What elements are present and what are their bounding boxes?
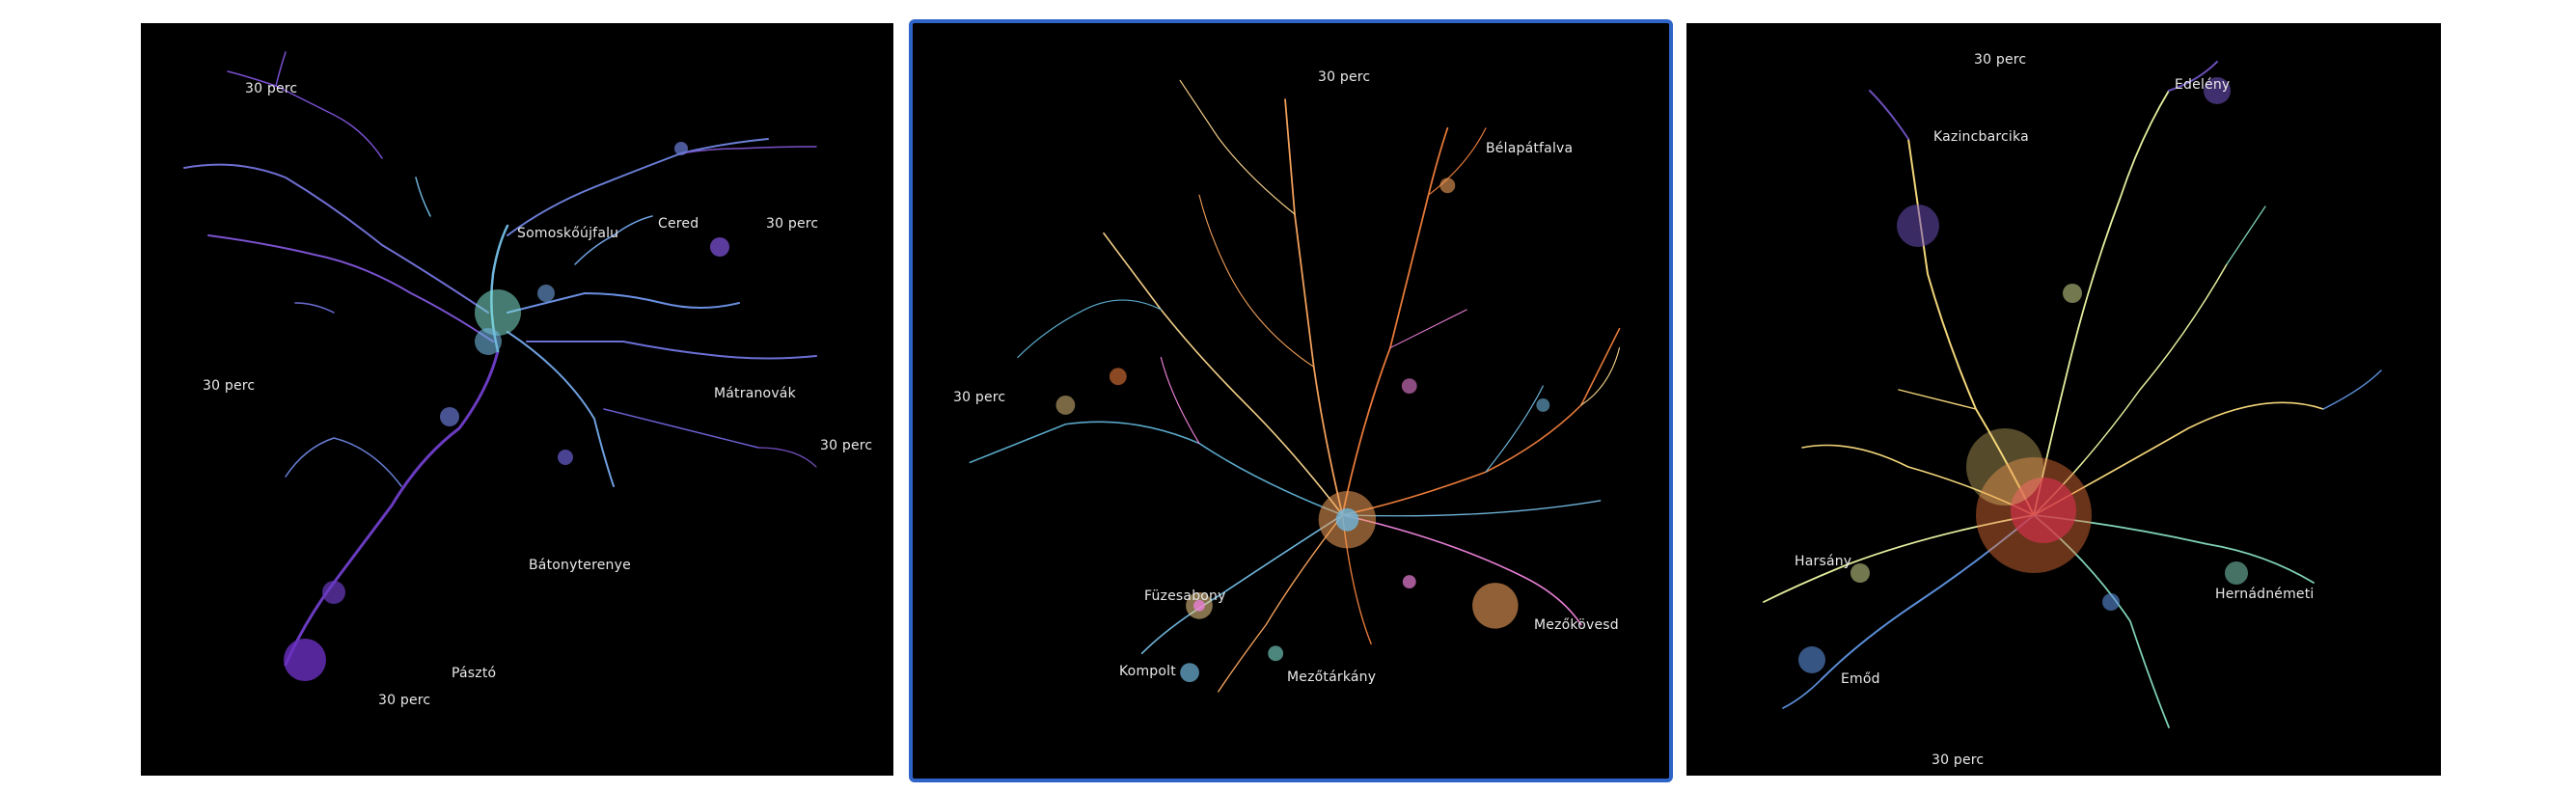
- town-label-kompolt: Kompolt: [1119, 664, 1176, 679]
- time-label-30-perc-bottom: 30 perc: [1932, 752, 1985, 768]
- town-label-cered: Cered: [658, 216, 699, 232]
- time-label-30-perc-left: 30 perc: [953, 390, 1006, 405]
- time-label-30-perc-right-top: 30 perc: [766, 216, 819, 232]
- town-label-mezotarkany: Mezőtárkány: [1287, 670, 1377, 685]
- town-label-matranovak: Mátranovák: [714, 386, 796, 401]
- isochrone-network-graphic: [1763, 61, 2382, 728]
- town-label-mezokovesd: Mezőkövesd: [1534, 617, 1619, 633]
- time-label-30-perc-left: 30 perc: [203, 378, 256, 394]
- town-label-hernadnemeti: Hernádnémeti: [2215, 587, 2315, 602]
- time-label-30-perc-right: 30 perc: [820, 438, 873, 453]
- town-label-kazincbarcika: Kazincbarcika: [1933, 129, 2029, 145]
- town-label-harsany: Harsány: [1795, 554, 1852, 569]
- time-label-30-perc-top: 30 perc: [1974, 52, 2027, 68]
- time-label-30-perc-top: 30 perc: [245, 81, 298, 96]
- isochrone-map-panel-eger[interactable]: 30 perc Bélapátfalva 30 perc Füzesabony …: [909, 19, 1673, 782]
- time-label-30-perc-bottom: 30 perc: [378, 693, 431, 708]
- town-label-batonyterenye: Bátonyterenye: [529, 558, 631, 573]
- isochrone-map-panel-miskolc[interactable]: 30 perc Edelény Kazincbarcika Harsány He…: [1686, 23, 2441, 776]
- time-label-30-perc-top: 30 perc: [1318, 69, 1371, 85]
- town-label-edeleny: Edelény: [2175, 77, 2231, 93]
- town-label-fuzesabony: Füzesabony: [1144, 588, 1226, 604]
- isochrone-network-graphic: [183, 51, 817, 681]
- isochrone-network-graphic: [969, 79, 1621, 693]
- town-label-paszto: Pásztó: [452, 666, 497, 681]
- town-label-belapatfalva: Bélapátfalva: [1486, 141, 1574, 156]
- town-label-emod: Emőd: [1841, 671, 1880, 687]
- town-label-somoskoujfalu: Somoskőújfalu: [517, 226, 619, 241]
- isochrone-map-panel-salgotarjan[interactable]: 30 perc Somoskőújfalu Cered 30 perc 30 p…: [141, 23, 893, 776]
